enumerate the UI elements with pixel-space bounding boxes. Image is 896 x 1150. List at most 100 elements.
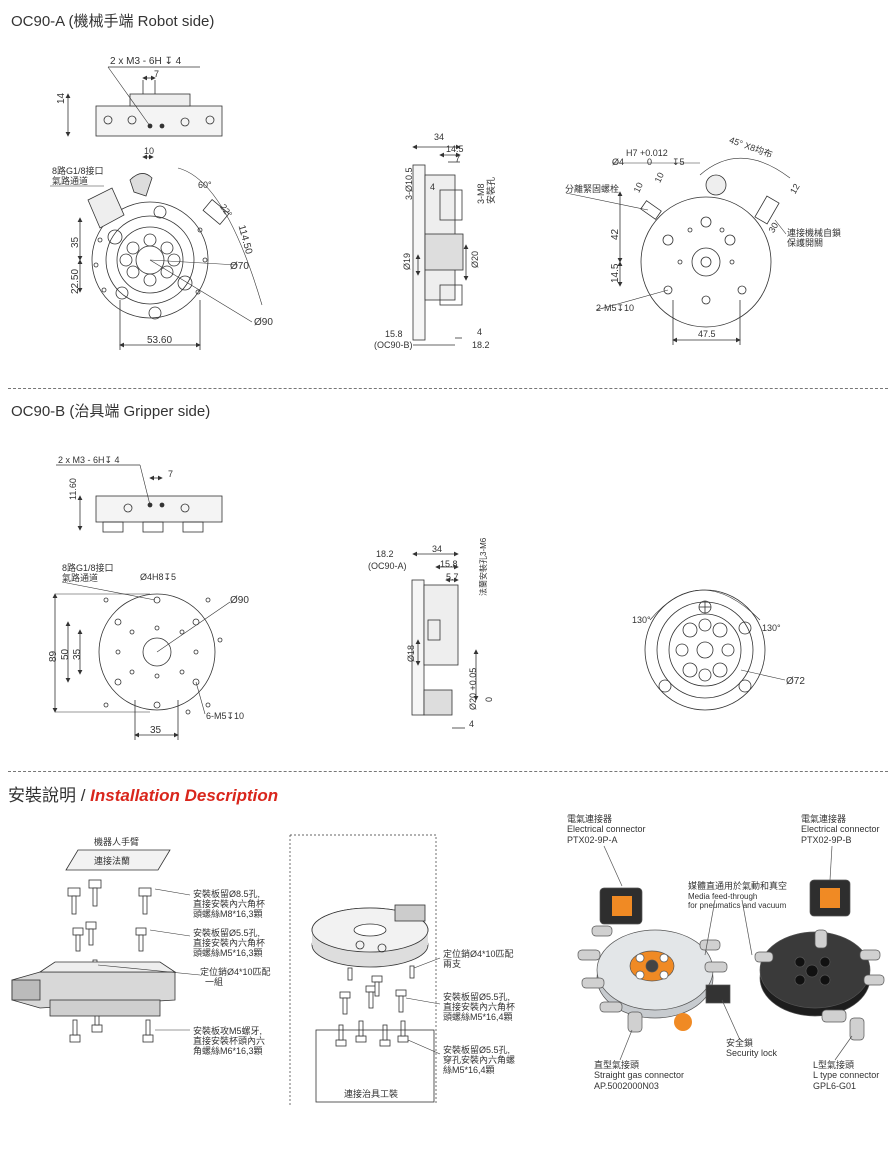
divider-1 bbox=[8, 388, 888, 389]
a-top-dim-14: 14 bbox=[56, 92, 67, 104]
straight-en: Straight gas connector bbox=[594, 1070, 684, 1080]
a-front-angle-60: 60° bbox=[198, 180, 212, 190]
install-mid-note2-c: 頭螺絲M5*16,4顆 bbox=[443, 1011, 513, 1022]
install-left-note3-a: 定位銷Ø4*10匹配 bbox=[200, 966, 271, 977]
ltype-cn: L型氣接頭 bbox=[813, 1059, 854, 1070]
lock-en: Security lock bbox=[726, 1048, 778, 1058]
a-top-dim-7: 7 bbox=[154, 69, 159, 79]
b-side-dim-18-2: 18.2 bbox=[376, 549, 394, 559]
ltype-model: GPL6-G01 bbox=[813, 1081, 856, 1091]
b-side-dim-34: 34 bbox=[432, 544, 442, 554]
b-side-m6: 法蘭安裝孔3-M6 bbox=[478, 537, 488, 596]
a-side-ref-oc90b: (OC90-B) bbox=[374, 340, 413, 350]
a-front-dim-114: 114.50 bbox=[236, 224, 254, 256]
a-side-dim-14-5: 14.5 bbox=[446, 144, 464, 154]
b-top-dim-7: 7 bbox=[168, 469, 173, 479]
install-left-note4-c: 角螺絲M6*16,3顆 bbox=[193, 1045, 263, 1056]
b-front-dim-50: 50 bbox=[60, 648, 71, 660]
oc90b-back-view bbox=[644, 589, 786, 711]
oc90a-top-view bbox=[65, 66, 223, 137]
install-right-products bbox=[577, 845, 885, 1061]
b-front-dim-35b: 35 bbox=[150, 725, 162, 736]
a-front-dim-10: 10 bbox=[144, 146, 154, 156]
b-front-port-1: 8路G1/8接口 bbox=[62, 562, 114, 573]
ec-left-cn: 電氣連接器 bbox=[567, 813, 612, 824]
install-left-note1-c: 頭螺絲M8*16,3顆 bbox=[193, 908, 263, 919]
oc90b-top-view bbox=[56, 464, 223, 533]
b-back-angle-a: 130° bbox=[632, 615, 651, 625]
divider-2 bbox=[8, 771, 888, 772]
install-mid-note2-b: 直接安裝內六角杯 bbox=[443, 1001, 515, 1012]
b-side-dia-18: Ø18 bbox=[406, 645, 416, 662]
a-side-dia-19: Ø19 bbox=[402, 253, 412, 270]
oc90a-front-view bbox=[50, 154, 263, 350]
b-back-dia-72: Ø72 bbox=[786, 676, 805, 687]
lock-cn: 安全鎖 bbox=[726, 1037, 753, 1048]
oc90a-title: OC90-A (機械手端 Robot side) bbox=[11, 13, 215, 30]
ec-left-model: PTX02-9P-A bbox=[567, 835, 618, 845]
installation-title-en: Installation Description bbox=[90, 786, 279, 805]
a-side-dia-20: Ø20 bbox=[470, 251, 480, 268]
a-front-port-2: 氣路通道 bbox=[52, 175, 88, 186]
install-left-note1-b: 直接安裝內六角杯 bbox=[193, 898, 265, 909]
install-mid-note1-a: 定位銷Ø4*10匹配 bbox=[443, 948, 514, 959]
a-side-dim-10-5: 3-Ø10.5 bbox=[404, 167, 414, 200]
a-side-m8: 3-M8 bbox=[476, 183, 486, 204]
install-robot-arm: 機器人手臂 bbox=[94, 836, 139, 847]
a-side-dim-18-2: 18.2 bbox=[472, 340, 490, 350]
a-front-dim-22-50: 22.50 bbox=[70, 269, 81, 294]
install-fixture: 連接治具工裝 bbox=[344, 1088, 398, 1099]
a-back-m5: 2-M5↧10 bbox=[596, 303, 634, 313]
straight-model: AP.5002000N03 bbox=[594, 1081, 659, 1091]
b-front-dia-90: Ø90 bbox=[230, 595, 249, 606]
a-front-dim-53: 53.60 bbox=[147, 335, 172, 346]
install-left-note2-c: 頭螺絲M5*16,3顆 bbox=[193, 947, 263, 958]
a-back-dim-30: 30 bbox=[767, 221, 781, 235]
a-back-depth5: ↧5 bbox=[672, 157, 685, 167]
installation-title: 安裝說明 / Installation Description bbox=[8, 781, 278, 806]
a-side-dim-7: 7 bbox=[455, 154, 460, 164]
ec-left-en: Electrical connector bbox=[567, 824, 646, 834]
b-top-callout: 2 x M3 - 6H↧ 4 bbox=[58, 455, 120, 465]
a-back-dim-42: 42 bbox=[610, 228, 621, 240]
media-en-1: Media feed-through bbox=[688, 892, 757, 901]
a-front-dim-35: 35 bbox=[70, 236, 81, 248]
installation-title-cn: 安裝說明 / bbox=[8, 786, 91, 805]
oc90b-front-view bbox=[52, 581, 231, 740]
b-front-dia4: Ø4H8↧5 bbox=[140, 572, 176, 582]
install-left-note4-b: 直接安裝杯頭內六 bbox=[193, 1035, 265, 1046]
install-mid-note3-c: 絲M5*16,4顆 bbox=[443, 1064, 495, 1075]
ec-right-cn: 電氣連接器 bbox=[801, 813, 846, 824]
oc90b-title: OC90-B (治具端 Gripper side) bbox=[11, 403, 211, 420]
a-back-dim-14-5: 14.5 bbox=[610, 263, 621, 283]
install-left-note2-b: 直接安裝內六角杯 bbox=[193, 937, 265, 948]
a-back-h7-zero: 0 bbox=[647, 157, 652, 167]
oc90b-side-view bbox=[411, 551, 479, 729]
a-front-dia-70: Ø70 bbox=[230, 261, 249, 272]
oc90a-side-view bbox=[412, 144, 469, 346]
a-side-dim-4b: 4 bbox=[477, 327, 482, 337]
b-front-dim-35: 35 bbox=[72, 648, 83, 660]
a-back-dia4: Ø4 bbox=[612, 157, 624, 167]
a-side-dim-15-8: 15.8 bbox=[385, 329, 403, 339]
install-mid-note1-b: 兩支 bbox=[443, 958, 461, 969]
media-en-2: for pneumatics and vacuum bbox=[688, 901, 787, 910]
install-left-note3-b: 一組 bbox=[205, 976, 223, 987]
a-front-port-1: 8路G1/8接口 bbox=[52, 165, 104, 176]
oc90a-back-view bbox=[565, 157, 791, 345]
a-side-dim-34: 34 bbox=[434, 132, 444, 142]
a-back-dim-10b: 10 bbox=[653, 171, 666, 184]
b-side-dim-5-7: 5.7 bbox=[446, 572, 459, 582]
a-back-lock-2: 保護開關 bbox=[787, 237, 823, 248]
b-side-dim-4: 4 bbox=[469, 719, 474, 729]
b-side-ref-oc90a: (OC90-A) bbox=[368, 561, 407, 571]
a-back-split: 分離緊固螺栓 bbox=[565, 183, 619, 194]
install-mid-note2-a: 安裝板留Ø5.5孔, bbox=[443, 991, 510, 1002]
install-left-note2-a: 安裝板留Ø5.5孔, bbox=[193, 927, 260, 938]
b-side-dia-20-zero: 0 bbox=[484, 697, 494, 702]
install-left-assembly bbox=[11, 849, 201, 1043]
a-side-m8-note: 安裝孔 bbox=[485, 177, 496, 204]
a-back-h7: H7 +0.012 bbox=[626, 148, 668, 158]
a-front-dia-90: Ø90 bbox=[254, 317, 273, 328]
